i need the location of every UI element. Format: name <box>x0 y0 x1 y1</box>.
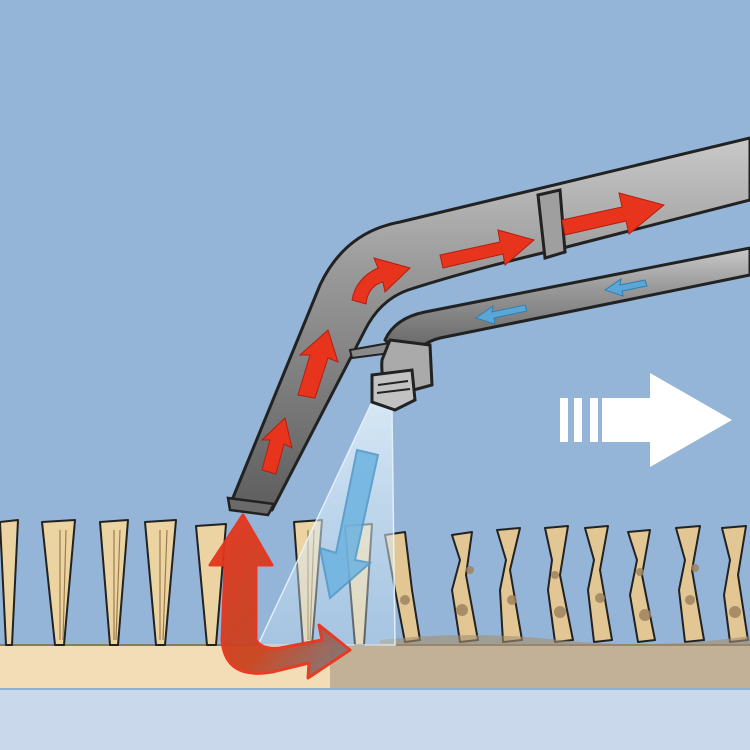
blue-arrow-icon <box>603 277 648 297</box>
water-line <box>348 246 750 412</box>
spray-nozzle-ring <box>377 380 409 386</box>
suction-hose-coupling <box>536 188 567 260</box>
spray-direction-arrow <box>318 448 380 600</box>
suction-flow-arrows <box>260 192 666 475</box>
red-arrow-icon <box>351 257 411 305</box>
red-arrow-icon <box>561 192 666 236</box>
blue-arrow-icon <box>474 304 528 325</box>
suction-nozzle-tip <box>226 496 276 517</box>
dirty-fiber-tuft <box>675 525 705 643</box>
spray-nozzle-ring <box>376 388 411 394</box>
red-arrow-icon <box>260 417 293 475</box>
floor-base <box>0 688 750 750</box>
water-flow-arrows <box>474 277 648 325</box>
move-right-arrow-icon <box>560 373 732 467</box>
red-arrow-icon <box>297 329 339 399</box>
clean-fiber-tuft <box>0 519 19 646</box>
dirt-film <box>380 635 750 646</box>
dirt-particles <box>400 564 741 621</box>
u-turn-arrow-icon <box>208 513 352 680</box>
carpet-backing-dirty <box>330 645 750 688</box>
clean-fiber-tuft <box>41 519 76 646</box>
dirty-fiber-tuft <box>584 525 613 643</box>
red-arrow-icon <box>439 229 536 269</box>
